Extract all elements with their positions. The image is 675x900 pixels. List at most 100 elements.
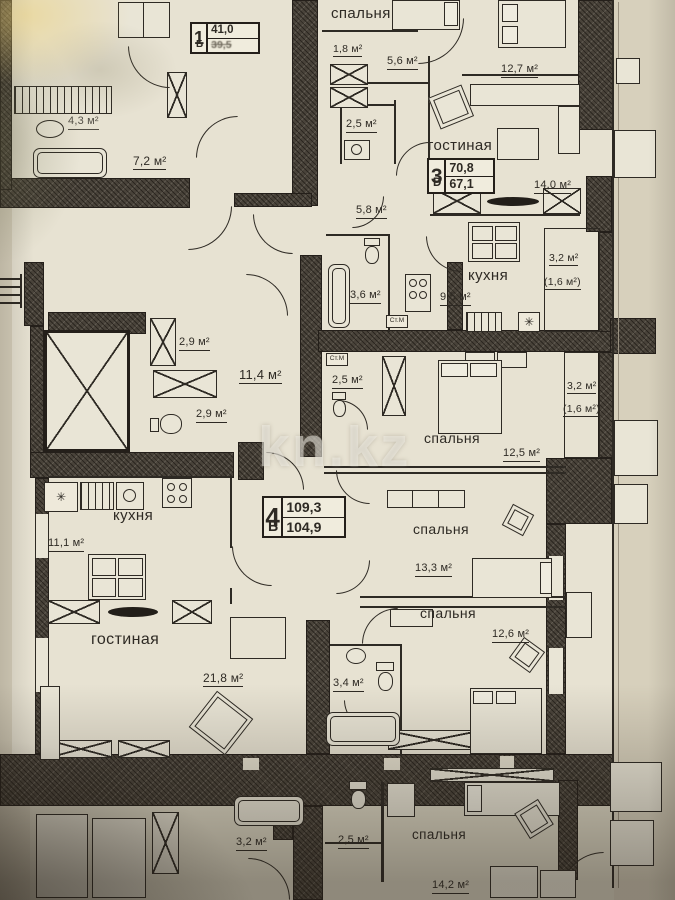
room-line — [340, 106, 342, 164]
area-label: 12,7 м² — [501, 64, 539, 78]
closet-icon — [330, 87, 368, 108]
pillow-icon — [444, 2, 458, 26]
area-label: 3,6 м² — [350, 290, 381, 304]
sofa-icon — [40, 686, 60, 760]
pillow-icon — [502, 4, 518, 22]
kitchen-counter-icon — [14, 86, 112, 114]
wall-segment — [0, 0, 12, 190]
wardrobe-divider — [143, 3, 145, 37]
area-label: 7,2 м² — [133, 154, 167, 170]
area-label: 3,2 м² — [549, 252, 579, 266]
washing-machine-box: Ст.М — [386, 315, 408, 328]
area-label: 3,2 м² — [567, 380, 597, 394]
wall-segment — [30, 326, 44, 458]
sofa-icon — [470, 84, 580, 106]
wall-segment — [610, 318, 656, 354]
area-label: 3,2 м² — [236, 837, 267, 851]
bathtub-icon — [328, 264, 350, 328]
bathtub-icon — [326, 712, 400, 746]
area-label: 1,8 м² — [333, 43, 363, 57]
pillow-icon — [540, 562, 552, 594]
bathtub-icon — [33, 148, 107, 178]
type-number: 3 — [430, 164, 443, 188]
wall-segment — [586, 176, 612, 232]
window-icon — [118, 740, 170, 758]
closet-icon — [490, 866, 538, 898]
ventilation-shaft-icon — [150, 318, 176, 366]
room-name-label: спальня — [420, 605, 476, 621]
snowflake-icon: ✳ — [55, 490, 67, 504]
ventilation-shaft-icon — [167, 72, 187, 118]
pillow-icon — [473, 691, 493, 704]
facade-contour — [566, 592, 592, 638]
area-living: 67,1 — [449, 177, 474, 191]
kitchen-counter-icon — [80, 482, 114, 510]
window-icon — [430, 768, 554, 782]
room-line — [322, 30, 418, 32]
sink-icon — [36, 120, 64, 138]
pillow-icon — [470, 363, 497, 377]
room-name-label: гостиная — [428, 137, 493, 154]
area-label: 5,6 м² — [387, 56, 418, 70]
closet-icon — [540, 870, 576, 898]
fridge-icon: ✳ — [44, 482, 78, 512]
dining-table-icon — [468, 222, 520, 262]
room-name-label: спальня — [413, 521, 469, 537]
coffee-table-icon — [230, 617, 286, 659]
facade-contour — [610, 762, 662, 812]
facade-contour — [616, 58, 640, 84]
stove-icon — [405, 274, 431, 312]
room-name-label: спальня — [424, 430, 480, 446]
sink-basin — [351, 144, 362, 155]
watermark: kn.kz — [258, 415, 411, 479]
window-icon — [48, 600, 100, 624]
elevator-shaft — [44, 330, 130, 452]
wall-segment — [292, 0, 318, 206]
area-label: (1,6 м²) — [544, 276, 581, 290]
area-total: 70,8 — [446, 160, 493, 177]
wall-notch — [243, 758, 259, 770]
window-icon — [35, 514, 49, 558]
area-total: 109,3 — [283, 498, 344, 518]
wall-segment — [0, 178, 190, 208]
area-label: 3,4 м² — [333, 678, 364, 692]
area-label: 13,3 м² — [415, 563, 453, 577]
window-icon — [35, 638, 49, 692]
closet-divider — [412, 491, 414, 507]
room-name-label: кухня — [113, 507, 154, 524]
wall-segment — [24, 262, 44, 326]
facade-contour — [614, 420, 658, 476]
room-line — [394, 100, 396, 164]
window-icon — [172, 600, 212, 624]
closet-icon — [387, 490, 465, 508]
room-line — [48, 476, 232, 478]
room-line — [330, 644, 402, 646]
ventilation-shaft-icon — [382, 356, 406, 416]
sofa-icon — [558, 106, 580, 154]
pillow-icon — [441, 363, 468, 377]
pillow-icon — [467, 785, 482, 812]
area-label: 2,5 м² — [338, 835, 369, 849]
ventilation-shaft-icon — [153, 370, 217, 398]
toilet-icon — [351, 790, 366, 809]
stairs-icon — [0, 302, 20, 304]
room-line — [230, 478, 232, 548]
ventilation-shaft-icon — [152, 812, 179, 874]
window-icon — [388, 730, 480, 750]
room-name-label: спальня — [331, 5, 391, 22]
area-living: 39,5 — [211, 39, 232, 51]
stairs-icon — [0, 294, 20, 296]
toilet-icon — [365, 246, 379, 264]
wall-segment — [30, 452, 234, 478]
area-label: 2,9 м² — [196, 409, 227, 423]
type-number: 1 — [194, 28, 205, 48]
closet-icon — [92, 818, 146, 898]
stairs-icon — [20, 274, 22, 308]
washing-machine-label: Ст.М — [329, 355, 345, 363]
room-name-label: гостиная — [91, 631, 160, 648]
